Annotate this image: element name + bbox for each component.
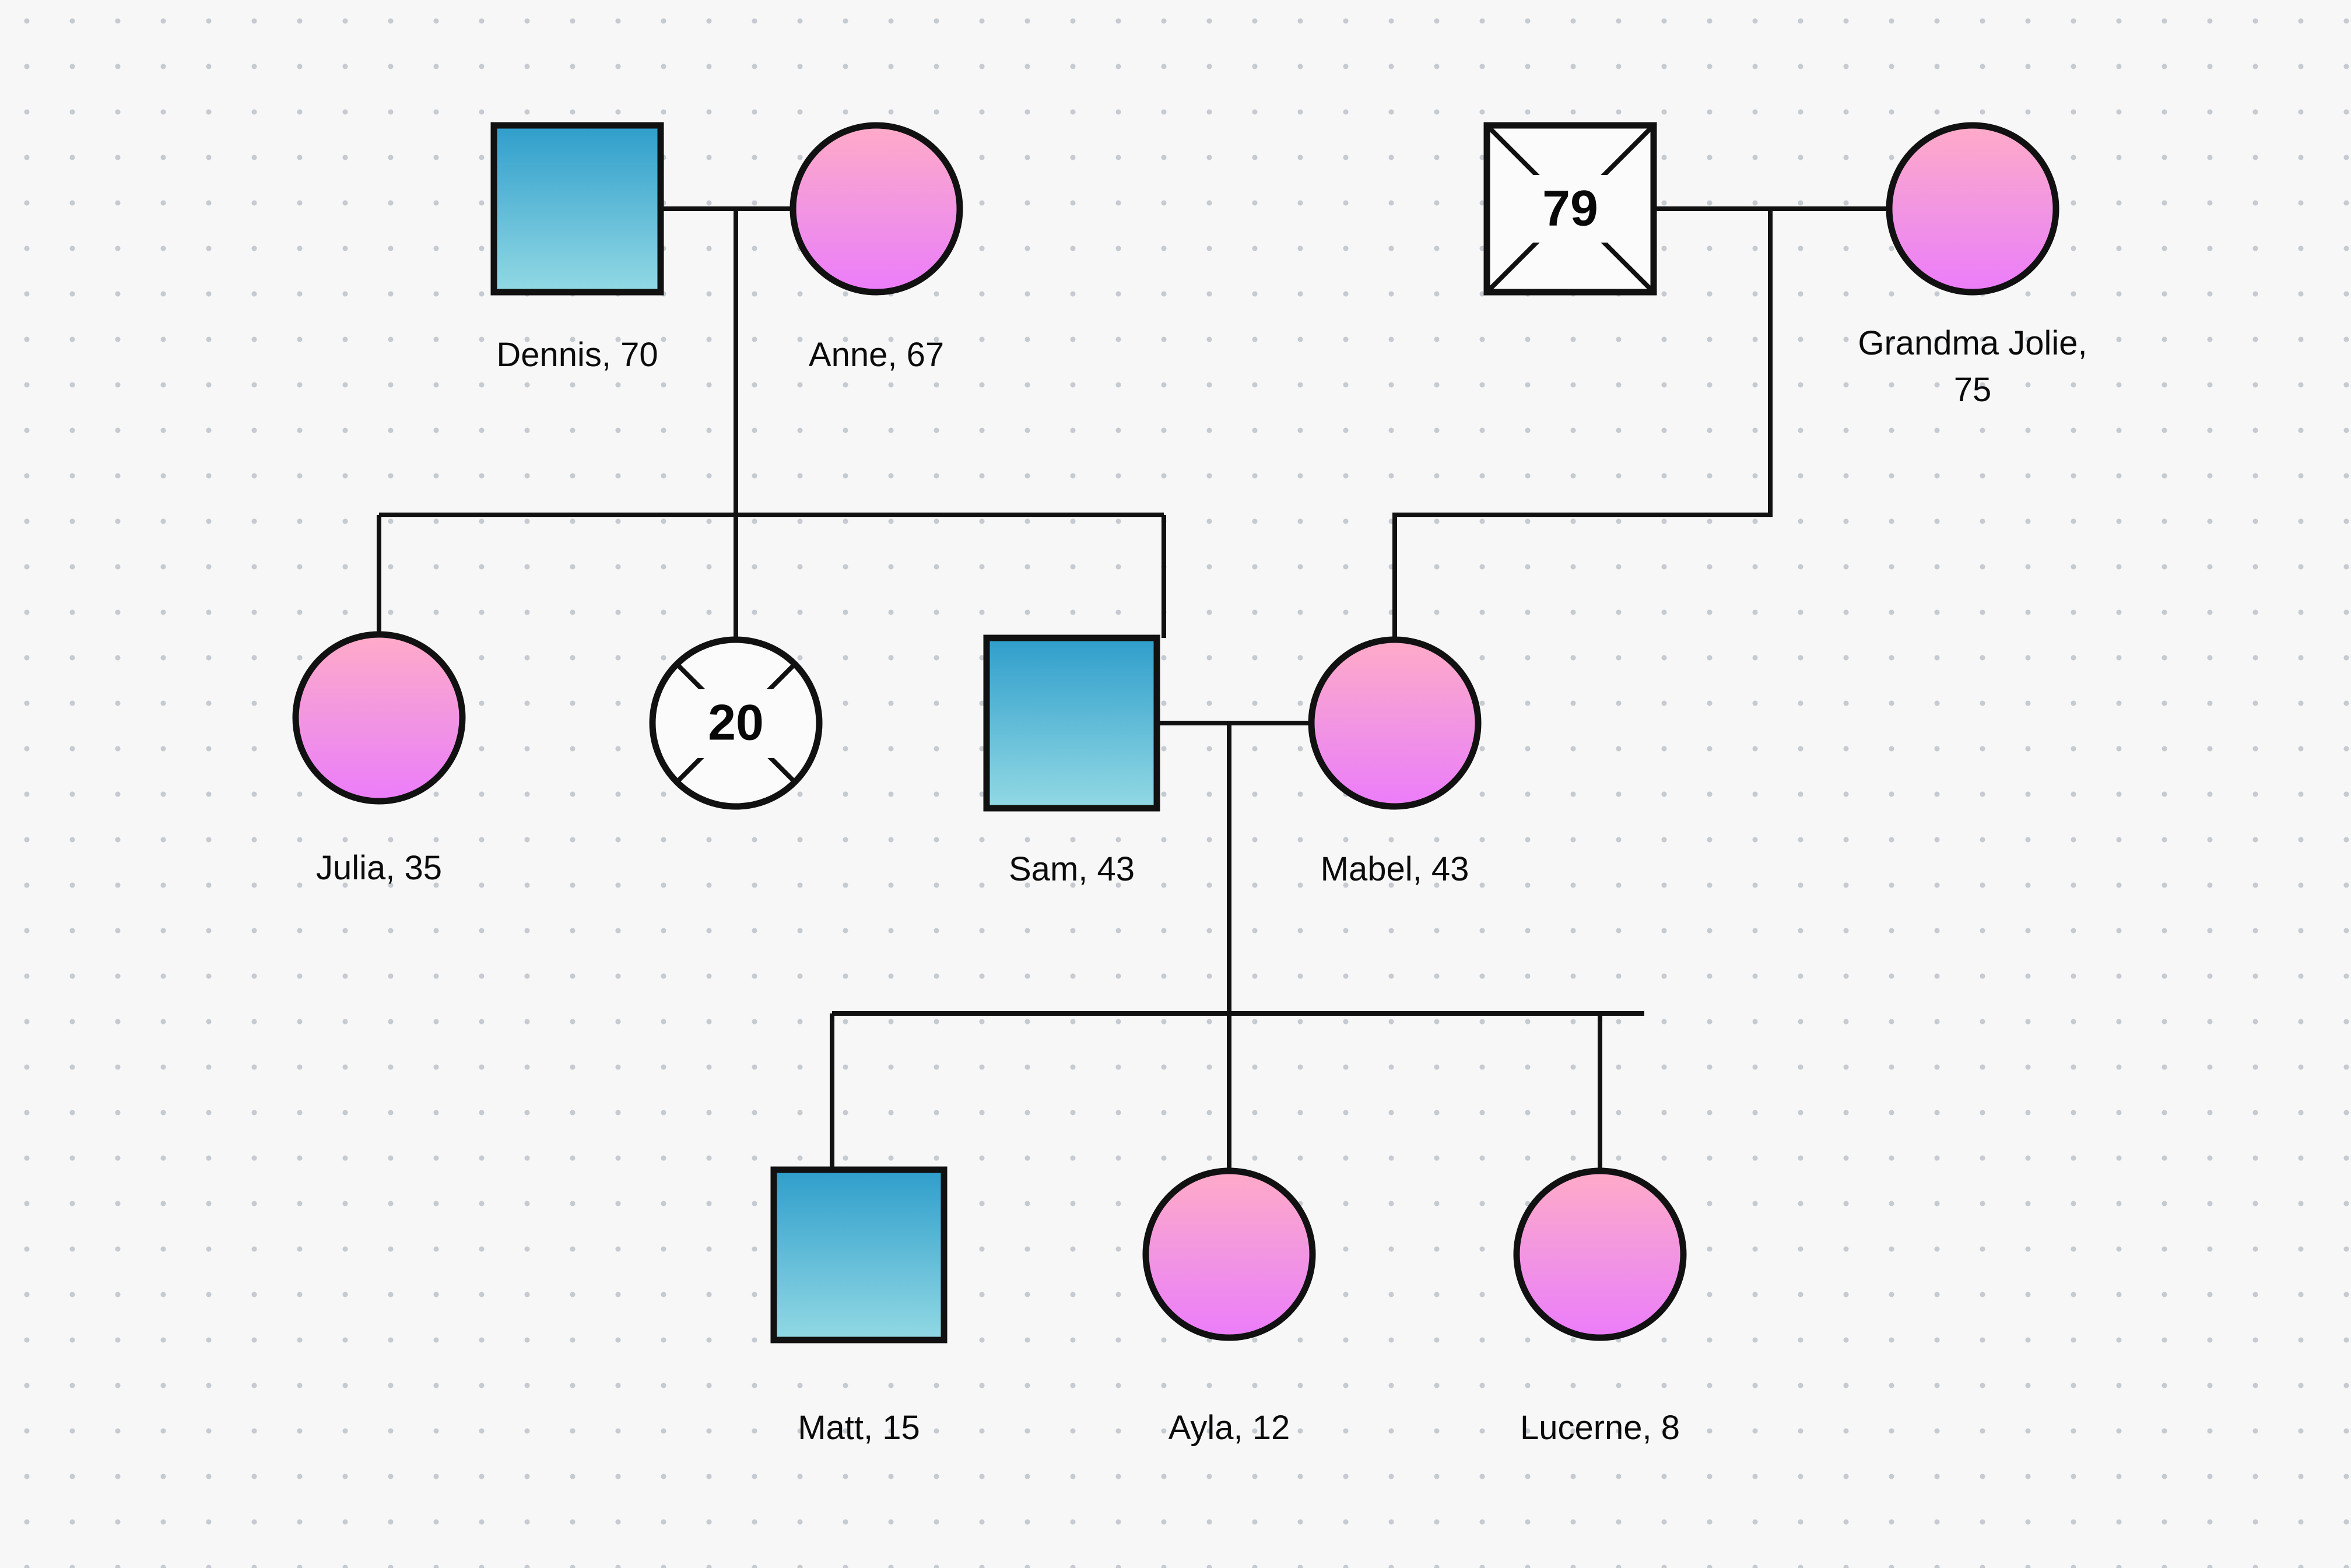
person-label-ayla: Ayla, 12	[1169, 1409, 1290, 1447]
person-label-mabel: Mabel, 43	[1321, 850, 1469, 888]
person-label-dennis: Dennis, 70	[496, 336, 658, 374]
person-node-anne[interactable]: Anne, 67	[789, 122, 963, 374]
person-label-grandma-jolie-line1: Grandma Jolie,	[1858, 324, 2087, 362]
female-circle-anne[interactable]	[789, 122, 963, 296]
descent-path-grandparents-to-mabel	[1392, 209, 1773, 640]
person-node-matt[interactable]: Matt, 15	[770, 1166, 948, 1447]
deceased-age-text-20: 20	[708, 695, 764, 751]
male-square-matt[interactable]	[770, 1166, 948, 1344]
deceased-age-text-79: 79	[1542, 181, 1598, 237]
male-square-sam[interactable]	[983, 634, 1160, 812]
person-node-mabel[interactable]: Mabel, 43	[1308, 636, 1482, 888]
generation-parents: Julia, 35 20 Sam, 43 Mabel, 43	[292, 631, 1482, 888]
female-circle-ayla[interactable]	[1142, 1167, 1316, 1341]
person-label-lucerne: Lucerne, 8	[1520, 1409, 1680, 1447]
generation-grandparents: Dennis, 70 Anne, 67 79 Grandma Jolie, 75	[490, 122, 2087, 409]
connector-layer	[377, 206, 1889, 1171]
female-circle-lucerne[interactable]	[1513, 1167, 1687, 1341]
person-node-julia[interactable]: Julia, 35	[292, 631, 466, 887]
person-node-sam[interactable]: Sam, 43	[983, 634, 1160, 888]
male-square-dennis[interactable]	[490, 122, 664, 296]
person-node-child-deceased[interactable]: 20	[649, 636, 823, 810]
person-node-dennis[interactable]: Dennis, 70	[490, 122, 664, 374]
person-label-matt: Matt, 15	[798, 1409, 920, 1447]
female-circle-grandma-jolie[interactable]	[1886, 122, 2059, 296]
generation-children: Matt, 15 Ayla, 12 Lucerne, 8	[770, 1166, 1687, 1447]
person-label-grandma-jolie-line2: 75	[1954, 371, 1992, 409]
age-badge-backdrop-79	[1523, 175, 1617, 243]
female-circle-julia[interactable]	[292, 631, 466, 805]
person-node-lucerne[interactable]: Lucerne, 8	[1513, 1167, 1687, 1447]
person-node-ayla[interactable]: Ayla, 12	[1142, 1167, 1316, 1447]
female-circle-mabel[interactable]	[1308, 636, 1482, 810]
person-node-grandpa-deceased[interactable]: 79	[1483, 122, 1657, 296]
person-node-grandma-jolie[interactable]: Grandma Jolie, 75	[1858, 122, 2087, 409]
person-label-sam: Sam, 43	[1009, 850, 1135, 888]
person-label-anne: Anne, 67	[809, 336, 944, 374]
person-label-julia: Julia, 35	[316, 849, 442, 887]
age-badge-backdrop-20	[686, 689, 786, 758]
